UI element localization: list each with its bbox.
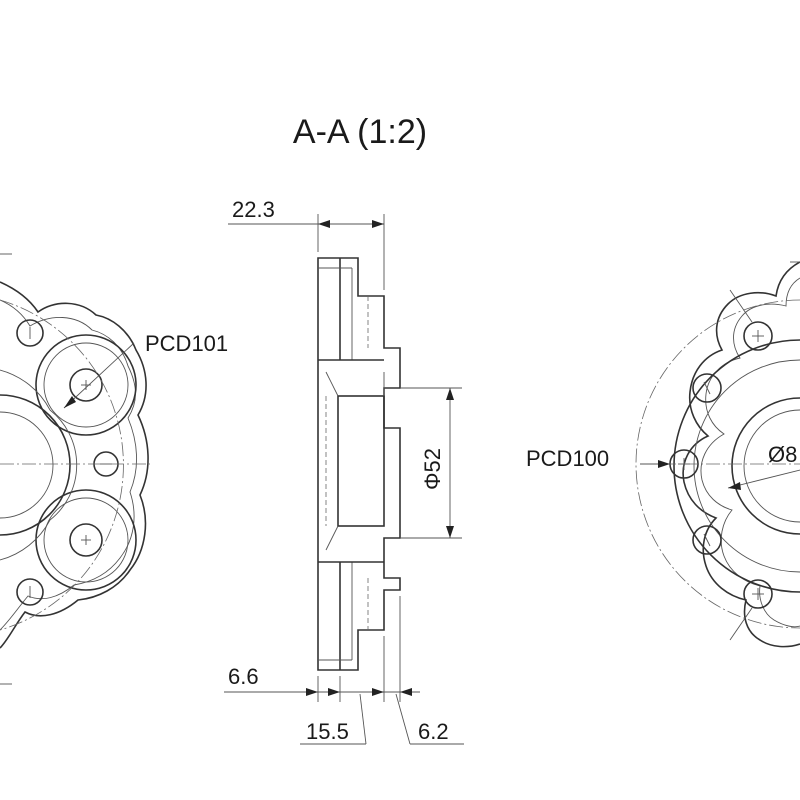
left-boss-upper xyxy=(35,334,137,436)
left-pcd-leader xyxy=(63,342,135,409)
right-inner-ring xyxy=(673,339,800,593)
dim-bottom-15-5: 15.5 xyxy=(306,719,349,744)
right-flange-view: PCD100 Ø8 xyxy=(526,261,800,648)
dim-bottom-6-6: 6.6 xyxy=(228,664,259,689)
dim-bottom-6-2: 6.2 xyxy=(418,719,449,744)
right-pcd-label: PCD100 xyxy=(526,446,609,471)
left-hole-upper xyxy=(69,368,103,402)
dim-top-22-3: 22.3 xyxy=(232,197,275,222)
left-small-hole-3 xyxy=(16,578,44,606)
left-flange-view: PCD101 xyxy=(0,253,228,685)
dim-diameter-52: Φ52 xyxy=(420,448,445,490)
left-small-hole-1 xyxy=(16,319,44,347)
right-bore-label: Ø8 xyxy=(768,442,797,467)
right-flange-outline xyxy=(682,261,800,648)
right-pcd-circle xyxy=(635,299,800,629)
left-hole-lower xyxy=(69,523,103,557)
left-boss-lower-inner xyxy=(43,497,129,583)
left-boss-lower xyxy=(35,489,137,591)
right-hole-2 xyxy=(692,373,722,403)
section-profile xyxy=(317,257,401,671)
left-flange-outline xyxy=(0,281,149,649)
right-bore xyxy=(731,397,800,535)
left-pcd-label: PCD101 xyxy=(145,331,228,356)
right-hole-1 xyxy=(743,321,773,351)
left-boss-upper-inner xyxy=(43,342,129,428)
section-title: A-A (1:2) xyxy=(293,113,427,151)
section-view: 22.3 Φ52 6.6 15.5 6.2 xyxy=(224,197,464,745)
left-pcd-circle xyxy=(0,299,124,631)
right-hole-4 xyxy=(692,525,722,555)
right-flange-inner-outline xyxy=(700,277,800,628)
left-center-bore xyxy=(0,394,71,536)
section-bore xyxy=(337,395,385,527)
left-flange-inner-outline xyxy=(0,299,138,631)
right-hole-5 xyxy=(743,579,773,609)
